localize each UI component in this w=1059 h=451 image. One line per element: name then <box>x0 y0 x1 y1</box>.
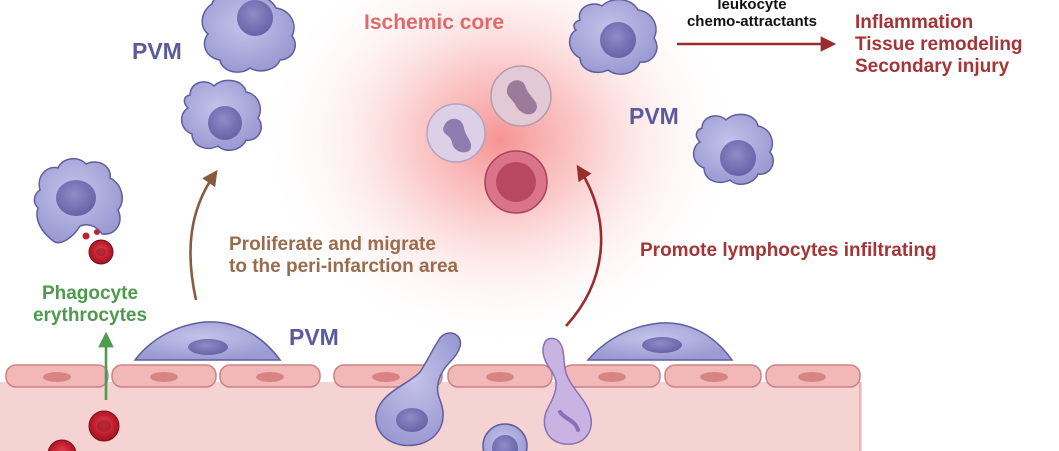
outcome-inflammation: Inflammation <box>855 12 974 33</box>
phagocyte-label: Phagocyte erythrocytes <box>24 283 156 327</box>
chemo-attractants-label: leukocyte chemo-attractants <box>672 0 832 31</box>
transmigrating-cell-icon <box>375 332 592 451</box>
outcome-tissue-remodeling: Tissue remodeling <box>855 33 1023 55</box>
outcomes-list: Inflammation Tissue remodeling Secondary… <box>855 12 1023 78</box>
promote-lymphocytes-label: Promote lymphocytes infiltrating <box>640 240 937 261</box>
phagocyte-line-2: erythrocytes <box>32 304 148 326</box>
proliferate-line-2: to the peri-infarction area <box>229 255 459 277</box>
phagocyte-line-1: Phagocyte <box>41 283 139 304</box>
lymphocyte-icon <box>484 150 548 214</box>
infiltrate-arrow <box>565 164 603 327</box>
pericyte-icon <box>133 321 734 361</box>
migrate-arrow <box>189 169 218 301</box>
pvm-label-mid-right: PVM <box>629 103 679 129</box>
macrophage-icon <box>568 0 774 186</box>
macrophage-icon <box>180 0 296 152</box>
pvm-label-top-left: PVM <box>132 38 182 64</box>
outcome-secondary-injury: Secondary injury <box>855 55 1010 77</box>
proliferate-label: Proliferate and migrate to the peri-infa… <box>229 234 458 278</box>
neutrophil-icon <box>426 65 552 163</box>
proliferate-line-1: Proliferate and migrate <box>229 234 436 255</box>
endothelial-cell-icon <box>5 364 861 388</box>
ischemic-core-label: Ischemic core <box>364 11 505 34</box>
macrophage-icon <box>33 157 123 244</box>
chemo-line-2: chemo-attractants <box>686 13 818 31</box>
pvm-label-bottom: PVM <box>289 324 339 350</box>
erythrocyte-icon <box>47 229 120 451</box>
chemo-line-1: leukocyte <box>717 0 787 13</box>
